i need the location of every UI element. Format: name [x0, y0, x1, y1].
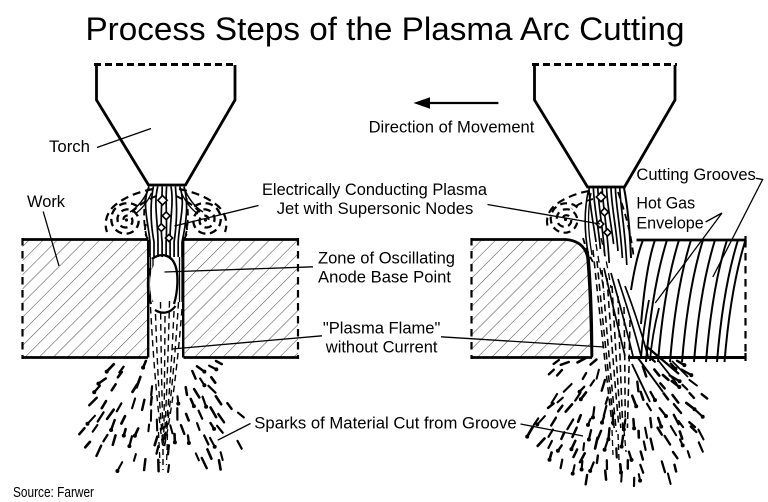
svg-text:Hot Gas: Hot Gas [636, 194, 695, 213]
svg-text:Electrically Conducting Plasma: Electrically Conducting Plasma [262, 180, 488, 199]
svg-text:Direction of Movement: Direction of Movement [369, 118, 535, 137]
svg-text:without Current: without Current [325, 338, 438, 357]
svg-text:Cutting Grooves: Cutting Grooves [636, 165, 755, 184]
svg-text:Zone of Oscillating: Zone of Oscillating [318, 249, 455, 268]
svg-text:Work: Work [27, 192, 65, 211]
svg-text:Jet with Supersonic Nodes: Jet with Supersonic Nodes [277, 199, 474, 218]
svg-text:Torch: Torch [49, 137, 90, 156]
svg-text:Envelope: Envelope [636, 214, 703, 233]
svg-text:Process Steps of the Plasma Ar: Process Steps of the Plasma Arc Cutting [86, 11, 685, 47]
svg-text:"Plasma Flame": "Plasma Flame" [323, 319, 441, 338]
svg-text:Sparks of Material Cut from Gr: Sparks of Material Cut from Groove [254, 414, 516, 433]
svg-text:Anode Base Point: Anode Base Point [318, 268, 451, 287]
svg-text:Source: Farwer: Source: Farwer [13, 485, 94, 501]
